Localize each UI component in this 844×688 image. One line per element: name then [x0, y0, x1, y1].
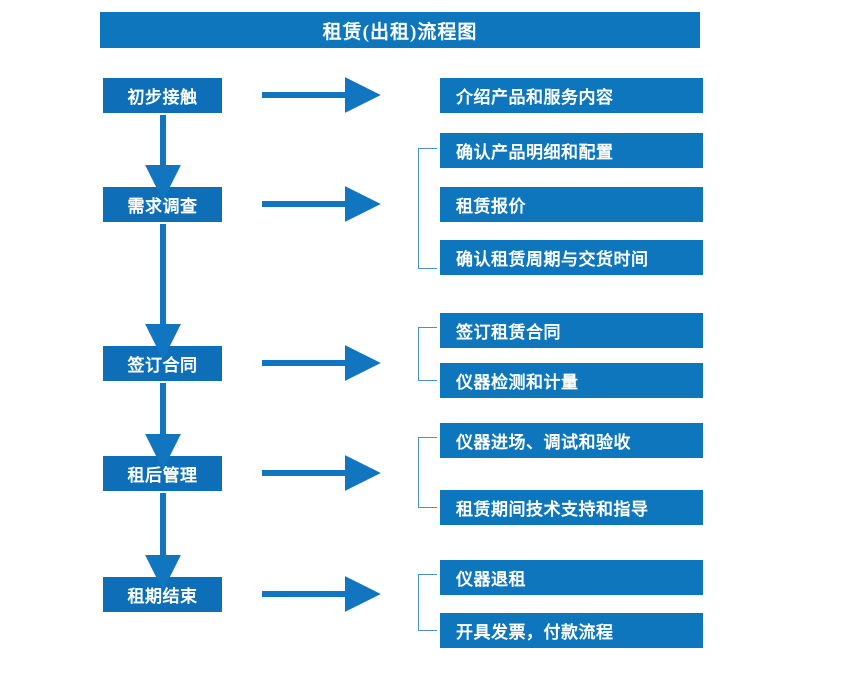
detail-box-instrument-entry-commissioning[interactable]: 仪器进场、调试和验收	[440, 423, 703, 458]
bracket-sign-contract-group	[418, 327, 437, 381]
bracket-lease-end-group	[418, 574, 437, 631]
stage-box-post-rent-management[interactable]: 租后管理	[103, 456, 222, 491]
stage-box-needs-survey[interactable]: 需求调查	[103, 187, 222, 222]
stage-box-initial-contact[interactable]: 初步接触	[103, 78, 222, 113]
detail-box-introduce-products[interactable]: 介绍产品和服务内容	[440, 78, 703, 113]
detail-box-invoice-payment[interactable]: 开具发票，付款流程	[440, 613, 703, 648]
detail-box-rental-quotation[interactable]: 租赁报价	[440, 187, 703, 222]
detail-box-confirm-period-delivery[interactable]: 确认租赁周期与交货时间	[440, 240, 703, 275]
detail-box-instrument-inspection[interactable]: 仪器检测和计量	[440, 363, 703, 398]
detail-box-technical-support[interactable]: 租赁期间技术支持和指导	[440, 490, 703, 525]
bracket-needs-survey-group	[418, 148, 437, 269]
page-title: 租赁(出租)流程图	[100, 12, 700, 48]
detail-box-confirm-product-details[interactable]: 确认产品明细和配置	[440, 133, 703, 168]
stage-box-lease-end[interactable]: 租期结束	[103, 577, 222, 612]
detail-box-instrument-return[interactable]: 仪器退租	[440, 560, 703, 595]
stage-box-sign-contract[interactable]: 签订合同	[103, 346, 222, 381]
detail-box-sign-rental-contract[interactable]: 签订租赁合同	[440, 313, 703, 348]
bracket-post-rent-group	[418, 437, 437, 508]
